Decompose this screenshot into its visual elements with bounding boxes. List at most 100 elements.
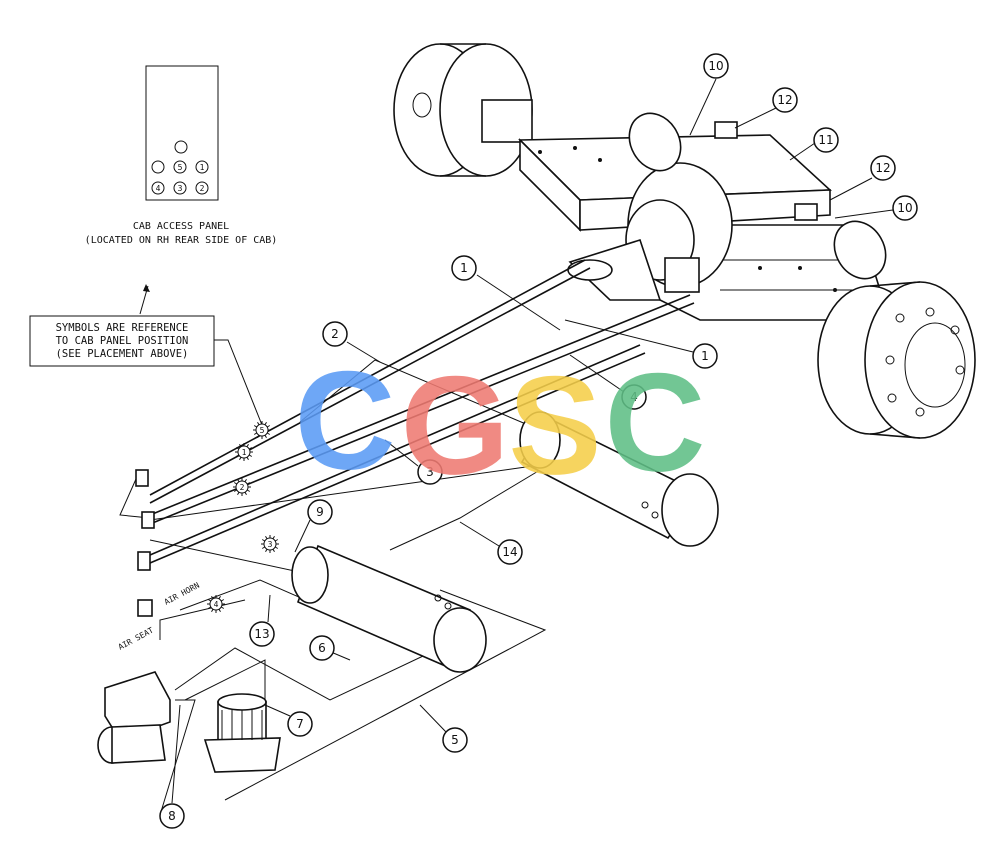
air-compressor	[97, 671, 171, 764]
air-lines	[119, 259, 695, 816]
left-wheel-hub	[393, 43, 533, 177]
watermark-letter-3: S	[508, 347, 601, 504]
callout-leader	[789, 142, 816, 161]
watermark-letter-1: C	[294, 342, 395, 499]
callout-circle	[703, 53, 729, 79]
callout-leader	[171, 704, 181, 804]
callout-number: 9	[316, 505, 324, 519]
callout-6: 1	[451, 255, 561, 331]
callout-number: 10	[708, 59, 723, 73]
note-line-1: SYMBOLS ARE REFERENCE	[56, 322, 189, 334]
air-seat-label: AIR SEAT	[117, 626, 155, 652]
svg-text:5: 5	[178, 163, 183, 172]
callout-leader	[689, 78, 717, 136]
callout-circle	[813, 127, 839, 153]
note-line-2: TO CAB PANEL POSITION	[56, 335, 189, 347]
front-air-tank	[519, 411, 719, 547]
callout-16: 5	[419, 704, 468, 753]
callout-leader	[346, 341, 381, 363]
panel-symbol-5: 5	[253, 421, 271, 439]
air-horn-label: AIR HORN	[163, 581, 201, 607]
callout-number: 12	[875, 161, 890, 175]
callout-number: 14	[502, 545, 517, 559]
panel-symbol-number: 3	[268, 540, 273, 549]
panel-symbol-number: 2	[240, 483, 245, 492]
callout-circle	[870, 155, 896, 181]
callout-circle	[307, 499, 333, 525]
callout-leader	[734, 107, 777, 129]
callout-13: 13	[249, 594, 275, 647]
note-line-3: (SEE PLACEMENT ABOVE)	[56, 348, 189, 360]
input-shaft	[567, 239, 662, 301]
callout-3: 11	[789, 127, 839, 161]
callout-number: 8	[168, 809, 176, 823]
callout-circle	[621, 384, 647, 410]
svg-text:2: 2	[200, 184, 205, 193]
callout-5: 10	[834, 195, 918, 221]
callout-circle	[322, 321, 348, 347]
panel-symbol-number: 5	[260, 426, 265, 435]
callout-circle	[309, 635, 335, 661]
callout-number: 11	[818, 133, 833, 147]
relay-valve-lower	[794, 203, 818, 221]
callout-12: 14	[459, 521, 523, 565]
callout-14: 6	[309, 635, 351, 661]
callout-number: 1	[460, 261, 468, 275]
callout-circle	[772, 87, 798, 113]
callout-circle	[451, 255, 477, 281]
watermark: C G S C	[294, 342, 705, 504]
cab-fittings	[135, 469, 155, 617]
panel-symbol-number: 1	[242, 448, 247, 457]
panel-port-top	[174, 140, 188, 154]
brake-chamber-right	[833, 220, 887, 280]
callout-1: 10	[689, 53, 729, 136]
panel-symbol-4: 4	[207, 595, 225, 613]
callout-number: 13	[254, 627, 269, 641]
callout-leader	[564, 319, 694, 353]
callout-4: 12	[829, 155, 896, 201]
panel-position-symbols: 5 1 2 3 4	[207, 421, 279, 613]
panel-port-empty	[151, 160, 165, 174]
watermark-letter-2: G	[401, 347, 510, 504]
rear-axle-assembly	[393, 43, 976, 439]
callout-number: 12	[777, 93, 792, 107]
callout-2: 12	[734, 87, 798, 129]
panel-subtitle: (LOCATED ON RH REAR SIDE OF CAB)	[85, 235, 278, 246]
callout-circle	[159, 803, 185, 829]
callout-leader	[264, 704, 291, 717]
callout-number: 3	[426, 465, 434, 479]
relay-valve-upper	[714, 121, 738, 139]
callout-leader	[384, 439, 419, 467]
callout-number: 2	[331, 327, 339, 341]
callout-15: 7	[264, 704, 313, 737]
panel-port-5: 5	[173, 160, 187, 174]
callout-10: 3	[384, 439, 443, 485]
panel-symbol-3: 3	[261, 535, 279, 553]
panel-symbol-1: 1	[235, 443, 253, 461]
callout-circle	[287, 711, 313, 737]
callout-leader	[569, 354, 625, 393]
watermark-letter-4: C	[604, 344, 705, 501]
svg-text:3: 3	[178, 184, 183, 193]
panel-port-4: 4	[151, 181, 165, 195]
callout-circle	[417, 459, 443, 485]
callout-leader	[476, 274, 561, 331]
air-dryer	[203, 693, 281, 773]
callout-number: 7	[296, 717, 304, 731]
callout-circle	[249, 621, 275, 647]
differential-housing	[625, 162, 733, 293]
callout-7: 1	[564, 319, 718, 369]
callout-leader	[267, 594, 271, 623]
callout-number: 5	[451, 733, 459, 747]
reference-note: SYMBOLS ARE REFERENCE TO CAB PANEL POSIT…	[29, 284, 263, 426]
cab-access-panel: 5 1 4 3 2 CAB ACCESS PANEL (LOCATED ON R…	[85, 65, 278, 246]
callout-leader	[419, 704, 447, 733]
panel-port-2: 2	[195, 181, 209, 195]
callout-leader	[459, 521, 500, 547]
panel-port-3: 3	[173, 181, 187, 195]
svg-text:4: 4	[156, 184, 161, 193]
callout-circle	[442, 727, 468, 753]
